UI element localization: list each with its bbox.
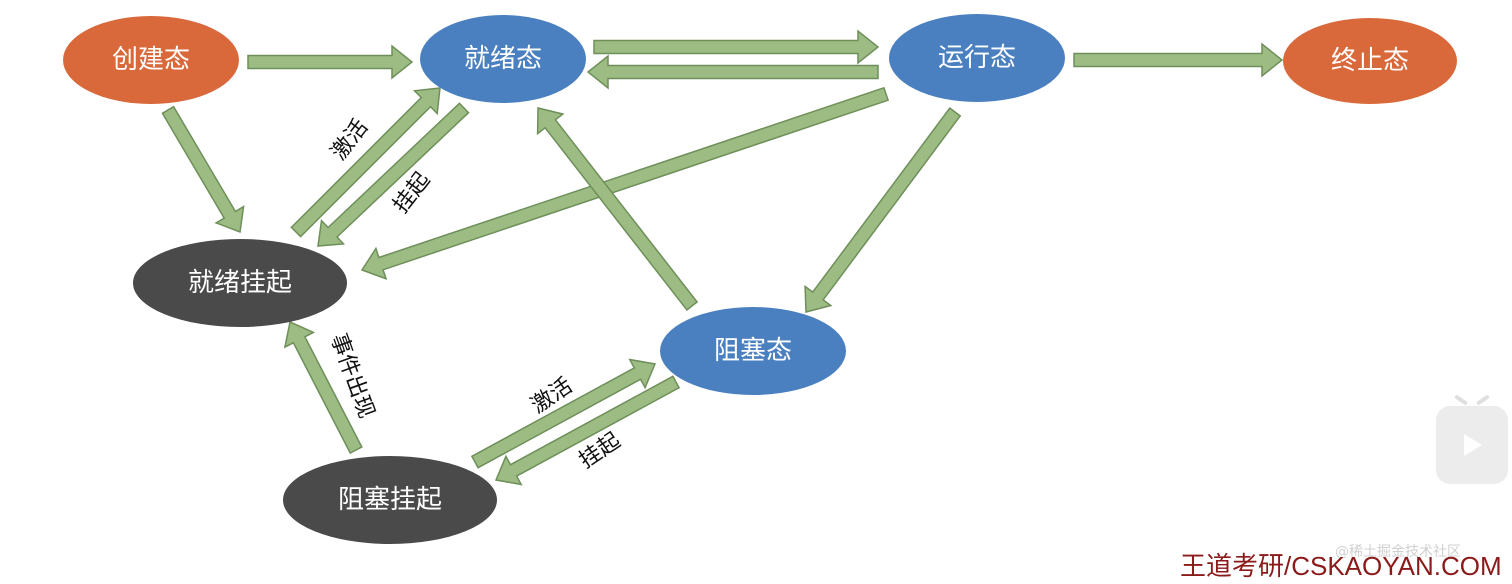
- node-ready-suspended: 就绪挂起: [133, 239, 347, 327]
- node-ready-suspended-label: 就绪挂起: [188, 268, 292, 298]
- node-ready-label: 就绪态: [464, 44, 542, 74]
- arrow-blocked-suspended-to-blocked: [470, 358, 657, 469]
- arrow-created-to-ready-suspended: [161, 105, 245, 234]
- node-ready: 就绪态: [420, 15, 586, 103]
- arrow-ready-to-ready-suspended: [317, 102, 470, 247]
- arrow-blocked-suspended-to-ready-suspended: [283, 320, 363, 455]
- play-triangle: [1464, 434, 1482, 456]
- transition-arrows: [161, 29, 1284, 486]
- node-created-label: 创建态: [112, 45, 190, 75]
- play-icon[interactable]: [1436, 394, 1508, 484]
- node-terminated-label: 终止态: [1331, 46, 1409, 76]
- node-blocked-suspended-label: 阻塞挂起: [338, 485, 442, 515]
- arrow-created-to-ready: [247, 44, 414, 80]
- node-blocked-suspended: 阻塞挂起: [283, 456, 497, 544]
- node-running-label: 运行态: [938, 43, 1016, 73]
- node-blocked: 阻塞态: [660, 307, 846, 395]
- node-terminated: 终止态: [1283, 18, 1457, 104]
- node-running: 运行态: [889, 14, 1065, 102]
- arrow-running-to-ready-suspended: [360, 86, 890, 281]
- node-blocked-label: 阻塞态: [714, 336, 792, 366]
- arrow-ready-suspended-to-ready: [290, 87, 441, 238]
- arrow-running-to-ready: [586, 54, 879, 90]
- node-created: 创建态: [63, 16, 239, 104]
- watermark-faint-text: @稀土掘金技术社区: [1335, 544, 1461, 560]
- arrow-running-to-blocked: [804, 107, 962, 313]
- arrow-running-to-terminated: [1073, 42, 1284, 78]
- watermark-brand-text: 王道考研/CSKAOYAN.COM: [1180, 551, 1502, 581]
- arrow-blocked-to-blocked-suspended: [494, 375, 681, 486]
- arrow-ready-to-running: [593, 29, 880, 65]
- arrow-blocked-to-ready: [536, 107, 699, 312]
